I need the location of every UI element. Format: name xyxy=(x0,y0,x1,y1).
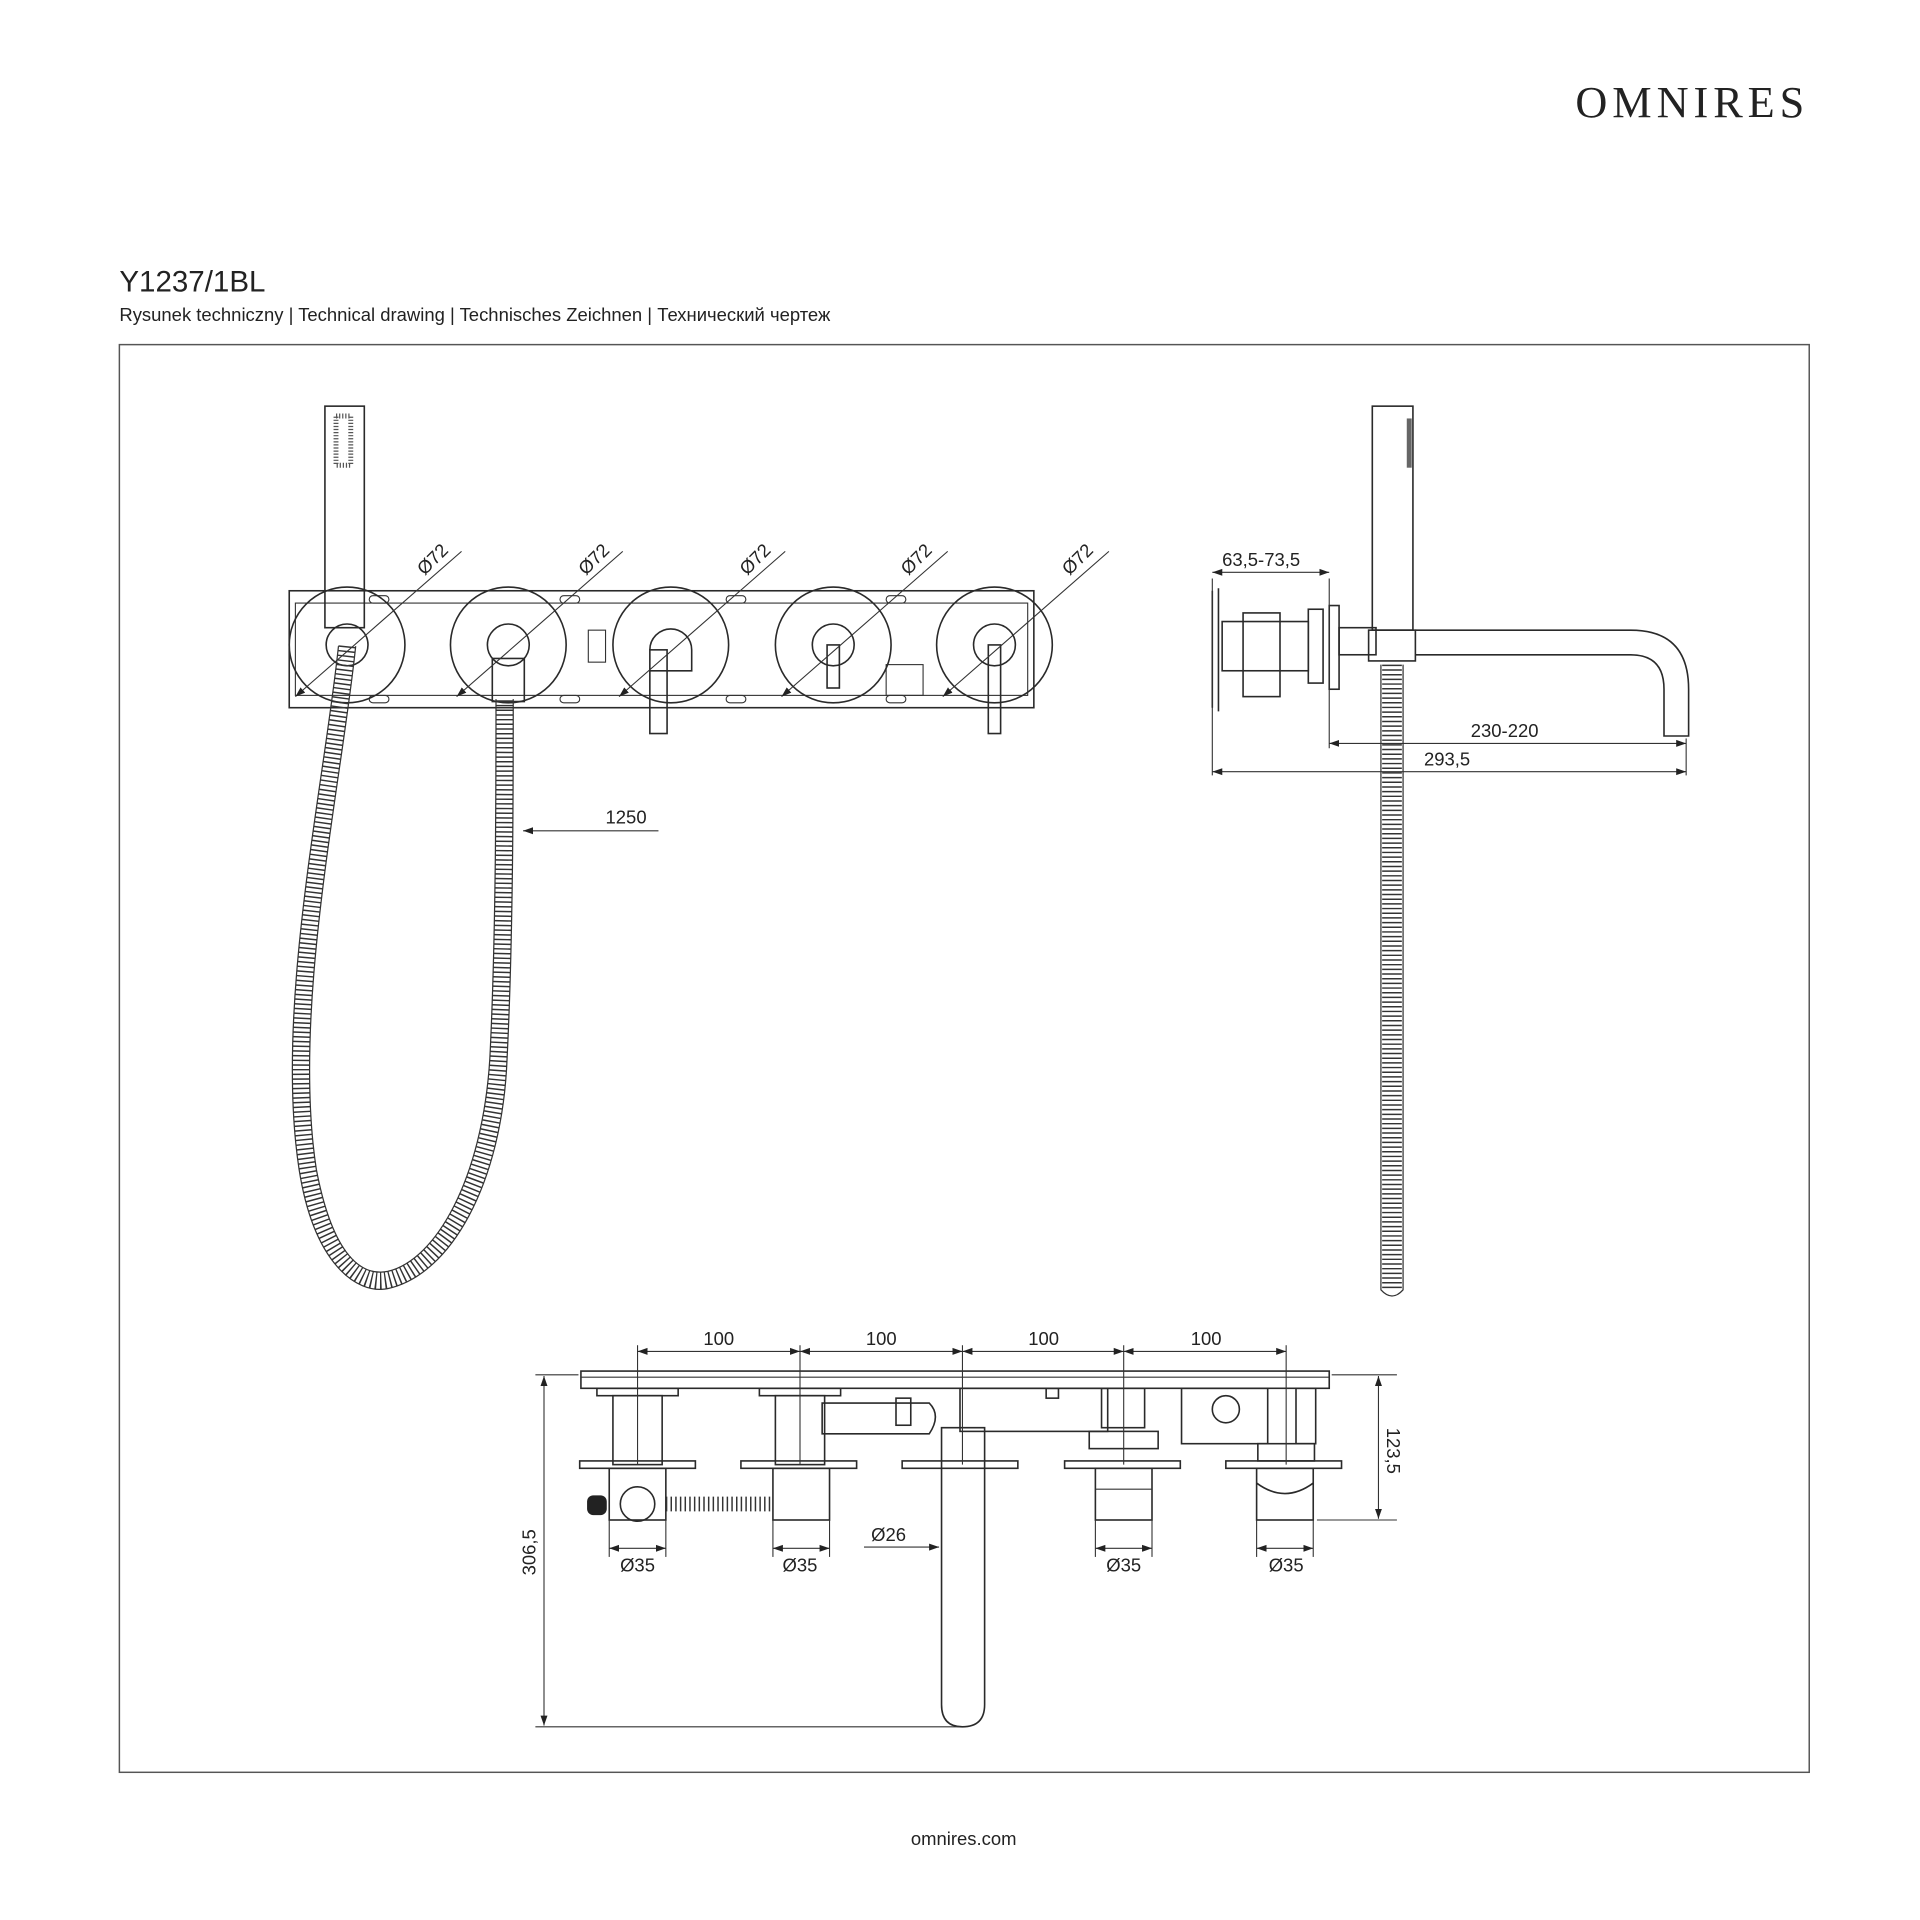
side-view: 63,5-73,5 230-220 293,5 xyxy=(1211,405,1690,1297)
brand-logo: OMNIRES xyxy=(1575,78,1809,127)
knob-4 xyxy=(774,586,892,704)
mounting-slots xyxy=(368,595,924,704)
outlet-diameter-label: Ø35 xyxy=(783,1555,818,1576)
knob-1 xyxy=(288,586,406,704)
drawing-frame xyxy=(118,343,1810,1774)
hose-length-label: 1250 xyxy=(606,806,647,827)
spacing-dims: 100 100 100 100 xyxy=(636,1328,1287,1465)
knob-diameter-label: Ø72 xyxy=(574,539,614,579)
spacing-label: 100 xyxy=(866,1328,897,1349)
spout-reach-label: 230-220 xyxy=(1471,720,1539,741)
spout-tube xyxy=(940,1426,986,1728)
bottom-view: 100 100 100 100 123,5 306,5 Ø26 Ø35 Ø35 xyxy=(518,1328,1404,1728)
spacing-label: 100 xyxy=(1028,1328,1059,1349)
knob-diameter-dims: Ø72 Ø72 Ø72 Ø72 Ø72 xyxy=(295,539,1110,698)
knob-diameter-label: Ø72 xyxy=(735,539,775,579)
knob-5 xyxy=(935,586,1054,735)
drawing-subtitle: Rysunek techniczny | Technical drawing |… xyxy=(119,304,831,325)
knob-diameter-label: Ø72 xyxy=(896,539,936,579)
wall-depth-label: 63,5-73,5 xyxy=(1222,549,1300,570)
hand-shower-front xyxy=(324,405,366,629)
total-height-label: 306,5 xyxy=(518,1529,539,1575)
outlet-diameter-label: Ø35 xyxy=(1106,1555,1141,1576)
footer-website[interactable]: omnires.com xyxy=(911,1828,1017,1849)
body-height-label: 123,5 xyxy=(1383,1428,1404,1474)
model-title: Y1237/1BL xyxy=(119,266,265,299)
spacing-label: 100 xyxy=(703,1328,734,1349)
outlet-diameter-dims: Ø35 Ø35 Ø35 Ø35 xyxy=(608,1520,1314,1576)
knob-3 xyxy=(612,586,730,735)
spacing-label: 100 xyxy=(1191,1328,1222,1349)
shower-hose xyxy=(292,645,514,1290)
knob-diameter-label: Ø72 xyxy=(1058,539,1098,579)
spout xyxy=(1415,629,1690,737)
outlet-diameter-label: Ø35 xyxy=(620,1555,655,1576)
knob-2 xyxy=(449,586,567,704)
front-view: Ø72 Ø72 Ø72 Ø72 Ø72 1250 xyxy=(288,405,1110,1290)
total-depth-label: 293,5 xyxy=(1424,749,1470,770)
outlet-diameter-label: Ø35 xyxy=(1269,1555,1304,1576)
spout-diameter-label: Ø26 xyxy=(871,1524,906,1545)
knob-diameter-label: Ø72 xyxy=(413,539,453,579)
